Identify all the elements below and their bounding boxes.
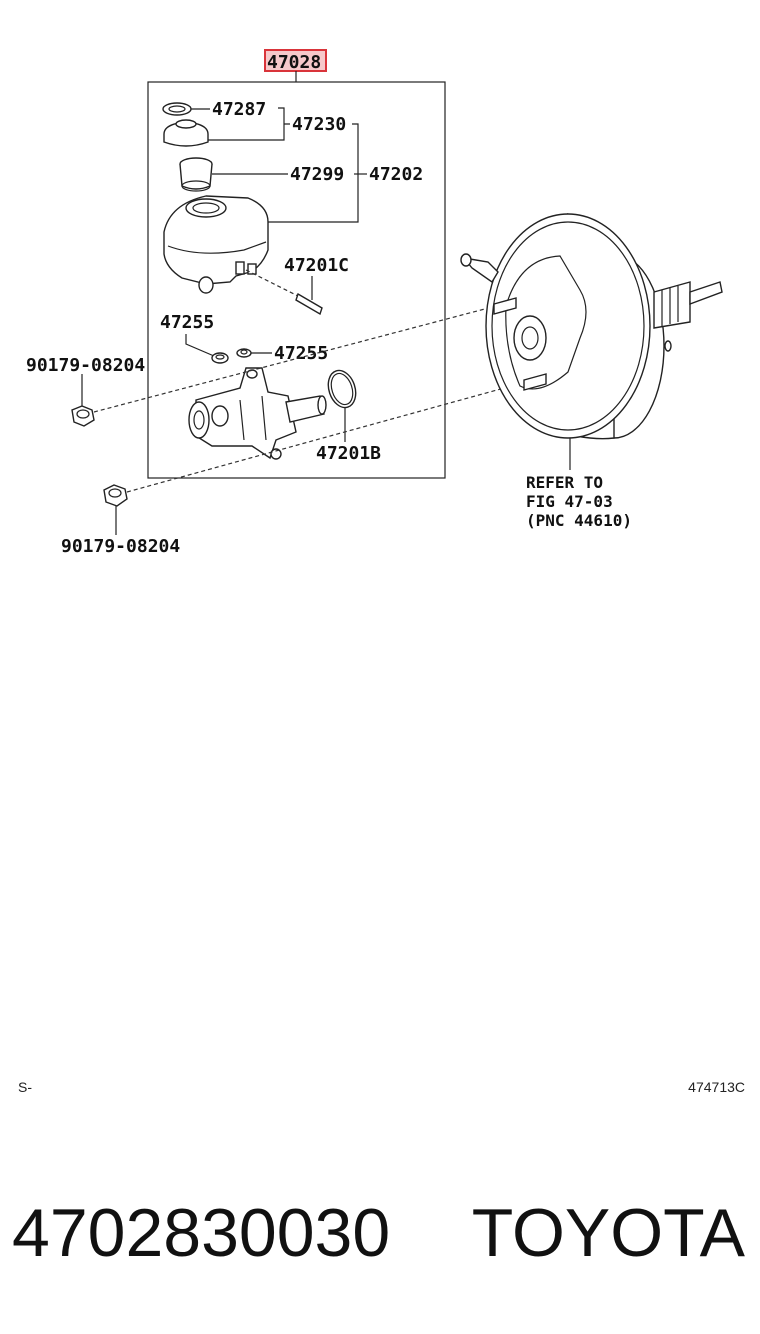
label-47201c[interactable]: 47201C bbox=[284, 255, 349, 276]
label-47287[interactable]: 47287 bbox=[212, 99, 266, 120]
refer-note-line-1[interactable]: REFER TO bbox=[526, 473, 603, 492]
label-47255-lower[interactable]: 47255 bbox=[274, 343, 328, 364]
part-number: 4702830030 bbox=[12, 1195, 390, 1271]
corner-code-left: S- bbox=[18, 1079, 32, 1095]
reservoir-tank-part bbox=[163, 195, 269, 294]
o-ring-part bbox=[327, 369, 357, 409]
cap-ring-part bbox=[162, 102, 192, 116]
label-47230[interactable]: 47230 bbox=[292, 114, 346, 135]
grommet-part-left bbox=[211, 352, 229, 364]
pin-part bbox=[295, 292, 323, 316]
label-47299[interactable]: 47299 bbox=[290, 164, 344, 185]
nut-part-upper bbox=[71, 405, 95, 427]
label-47201b[interactable]: 47201B bbox=[316, 443, 381, 464]
corner-code-right: 474713C bbox=[688, 1079, 745, 1095]
brand-name: TOYOTA bbox=[472, 1195, 746, 1271]
grommet-part-right bbox=[236, 348, 252, 358]
label-47255-upper[interactable]: 47255 bbox=[160, 312, 214, 333]
master-cylinder-part bbox=[188, 367, 327, 460]
reservoir-cap-part bbox=[163, 119, 209, 147]
brake-booster-part bbox=[460, 213, 723, 440]
refer-note-line-2[interactable]: FIG 47-03 bbox=[526, 492, 613, 511]
nut-part-lower bbox=[103, 484, 128, 507]
label-nut-lower[interactable]: 90179-08204 bbox=[61, 536, 180, 557]
strainer-part bbox=[179, 157, 213, 192]
label-nut-upper[interactable]: 90179-08204 bbox=[26, 355, 145, 376]
label-47202[interactable]: 47202 bbox=[369, 164, 423, 185]
refer-note-line-3[interactable]: (PNC 44610) bbox=[526, 511, 632, 530]
assembly-label-47028[interactable]: 47028 bbox=[267, 52, 321, 73]
